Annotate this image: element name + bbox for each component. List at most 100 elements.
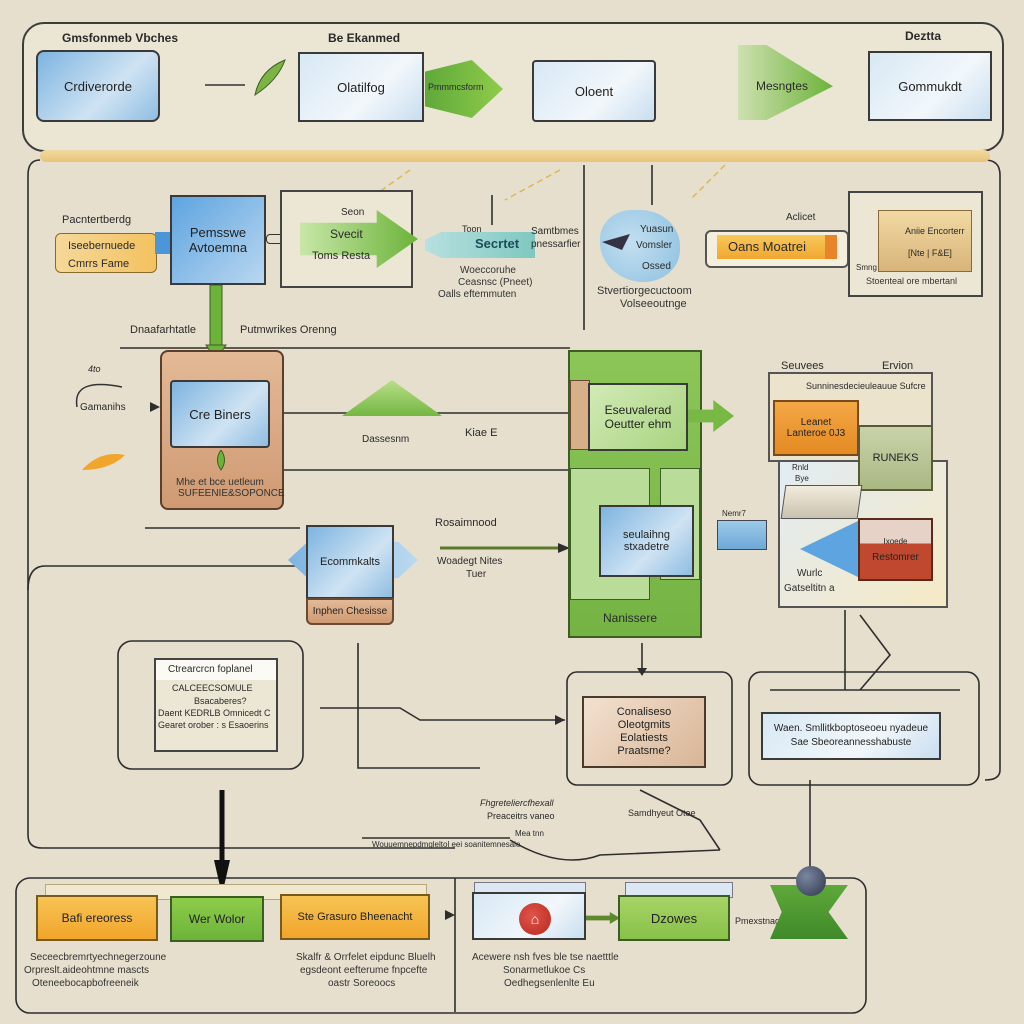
row6-label-5: Wouuemnepdmgleltol eei soanitemnesaie [372, 840, 521, 849]
bar-end [825, 235, 837, 259]
left-annot-top: 4to [88, 364, 101, 374]
cloud-cap1: Stvertiorgecuctoom [597, 285, 692, 297]
bottom-arrow-label: Pmexstnag [735, 916, 781, 926]
device-icon [717, 520, 767, 550]
top-box-1[interactable]: Crdiverorde [36, 50, 160, 122]
stack-red[interactable]: Ixoede Restomrer [858, 518, 933, 581]
comm-line-label: Woadegt Nites [437, 556, 503, 567]
note-title: Ctrearcrcn foplanel [168, 664, 253, 675]
bottom-cap-right-3: Oedhegsenlenlte Eu [504, 978, 595, 989]
cloud-cap2: Volseeoutnge [620, 298, 687, 310]
bottom-cap-left-3: Oteneebocapbofreeneik [32, 978, 139, 989]
stack-white1: Rnld [792, 463, 809, 472]
stack-orange[interactable]: Leanet Lanteroe 0J3 [773, 400, 859, 456]
stack-olive[interactable]: RUNEKS [858, 425, 933, 491]
messages-label: Mesngtes [756, 79, 809, 93]
secret-shape[interactable] [425, 232, 535, 258]
panel-bottom-label: Nanissere [603, 611, 658, 625]
cloud-line3: Ossed [642, 261, 671, 272]
note-title-bar [156, 660, 276, 680]
bottom-box-3[interactable]: Ste Grasuro Bheenacht [280, 894, 430, 940]
analysis-box[interactable]: Conaliseso Oleotgmits Eolatiests Praatsm… [582, 696, 706, 768]
device-label: Nemr7 [722, 509, 747, 518]
tulip-icon [217, 450, 225, 471]
status-bar-box[interactable]: Waen. Smllitkboptoseoeu nyadeue Sae Sbeo… [761, 712, 941, 760]
tent-label: Dassesnm [362, 434, 410, 445]
stack-white2: Bye [795, 474, 809, 483]
plane-icon [602, 234, 630, 250]
bottom-cap-mid-3: oastr Soreoocs [328, 978, 396, 989]
stack-line1: Aniie Encorterr [905, 226, 965, 236]
note-line2: Bsacaberes? [194, 696, 247, 706]
secret-cap1: Woeccoruhe [460, 265, 516, 276]
bottom-cap-right-2: Sonarmetlukoe Cs [503, 965, 586, 976]
curved-arrow-icon [75, 383, 123, 408]
center-caption-2: SUFEENIE&SOPONCE [178, 488, 285, 499]
stack-block[interactable] [878, 210, 972, 272]
analysis-line1: Conaliseso [616, 705, 672, 718]
secret-side: Samtbmes [531, 226, 579, 237]
panel-top-line1: Eseuvalerad [604, 403, 672, 417]
top-box-3[interactable]: Oloent [532, 60, 656, 122]
secret-cap3: Oalls eftemmuten [438, 289, 517, 300]
comm-box[interactable]: Ecommkalts [306, 525, 394, 599]
secret-cap2: Ceasnsc (Pneet) [458, 277, 533, 288]
home-icon[interactable]: ⌂ [519, 903, 551, 935]
left-tag-line2: Cmrrs Fame [68, 258, 130, 270]
bar-label-top: Aclicet [786, 212, 816, 223]
stack-orange-line1: Leanet [800, 417, 832, 428]
machine-icon [780, 485, 863, 519]
green-panel-top-box[interactable]: Eseuvalerad Oeutter ehm [588, 383, 688, 451]
bottom-cap-left-2: Orpreslt.aideohtmne mascts [24, 965, 150, 976]
panel-inner-line1: seulaihng [622, 529, 671, 541]
stack-line2: [Nte | F&E] [908, 248, 952, 258]
row6-label-1: Fhgreteliercfhexall [480, 798, 554, 808]
stack-blue2: Gatseltitn a [784, 583, 835, 594]
analysis-line4: Praatsme? [617, 745, 671, 758]
leaf-icon [205, 59, 286, 97]
left-tag-line1: Iseebernuede [68, 240, 136, 252]
process-arrow-label: Pmmmcsform [428, 82, 484, 92]
left-tag-title: Pacntertberdg [62, 214, 132, 226]
bar-title: Oans Moatrei [728, 239, 807, 254]
comm-line-label2: Tuer [466, 569, 487, 580]
bottom-box-2[interactable]: Wer Wolor [170, 896, 264, 942]
analysis-line2: Oleotgmits [617, 718, 671, 731]
cloud-line2: Vomsler [636, 240, 673, 251]
top-heading-right: Deztta [905, 29, 942, 43]
analysis-line3: Eolatiests [620, 732, 668, 744]
row6-label-3: Samdhyeut Otee [628, 808, 696, 818]
bottom-box-1[interactable]: Bafi ereoress [36, 895, 158, 941]
cube-line2: Avtoemna [188, 240, 248, 255]
bottom-box-4[interactable]: Dzowes [618, 895, 730, 941]
comm-right-label: Rosaimnood [435, 517, 497, 529]
tent-right-label: Kiae E [465, 427, 498, 439]
secret-side2: pnessarfier [531, 239, 581, 250]
note-line4: Gearet orober : s Esaoerins [158, 720, 269, 730]
stack-red-label: Restomrer [872, 551, 919, 563]
stack-head-left: Seuvees [781, 360, 824, 372]
cube-box[interactable]: Pemsswe Avtoemna [170, 195, 266, 285]
cloud-line1: Yuasun [640, 224, 674, 235]
left-annot-label: Gamanihs [80, 402, 126, 413]
line-label-left: Dnaafarhtatle [130, 324, 197, 336]
top-box-2[interactable]: Olatilfog [298, 52, 424, 122]
top-heading-left: Gmsfonmeb Vbches [62, 31, 179, 45]
stack-orange-line2: Lanteroe 0J3 [786, 428, 846, 439]
panel-inner-box[interactable]: seulaihng stxadetre [599, 505, 694, 577]
center-box[interactable]: Cre Biners [170, 380, 270, 448]
stack-blue1: Wurlc [797, 568, 823, 579]
bottom-cap-mid-2: egsdeont eefterume fnpcefte [300, 965, 428, 976]
top-band-frame [22, 22, 1004, 152]
process-label-top: Seon [341, 207, 365, 218]
secret-label-top: Toon [462, 224, 482, 234]
bar-fill [717, 235, 825, 259]
comm-sub: Inphen Chesisse [306, 598, 394, 625]
panel-top-line2: Oeutter ehm [604, 417, 672, 431]
row6-label-4: Mea tnn [515, 829, 544, 838]
top-band-shelf [40, 150, 990, 162]
top-box-4[interactable]: Gommukdt [868, 51, 992, 121]
stack-sub: Sunninesdecieuleauue Sufcre [806, 381, 926, 391]
left-tag[interactable] [55, 233, 157, 273]
